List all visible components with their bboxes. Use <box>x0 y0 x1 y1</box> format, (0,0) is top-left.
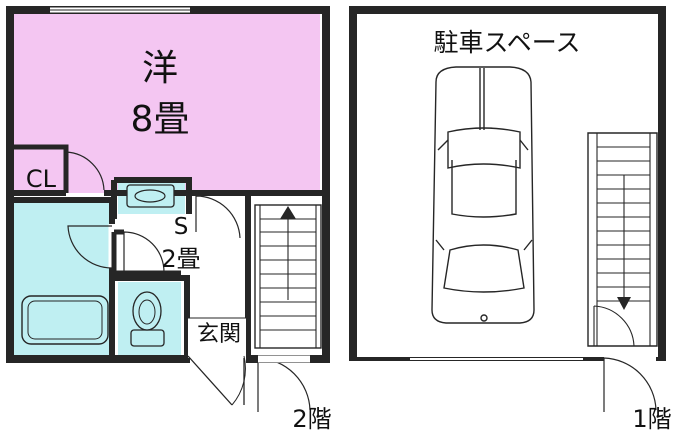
stair-1f-door <box>593 305 635 347</box>
entrance-label: 玄関 <box>197 322 241 347</box>
stair-down-arrow <box>617 297 631 310</box>
outer-wall-1f <box>349 6 666 359</box>
closet-label: CL <box>26 165 57 193</box>
storage-size-label: 2畳 <box>161 245 200 273</box>
floor-1-plan: 駐車スペース 1階 <box>349 6 672 433</box>
stair-door <box>257 357 311 412</box>
storage-door <box>123 231 165 273</box>
washbasin-sink <box>126 184 175 208</box>
staircase-2f <box>254 204 322 349</box>
bathtub-inner <box>27 300 103 340</box>
floor-2-label: 2階 <box>292 405 331 433</box>
storage-wall <box>111 229 181 276</box>
room-size-label: 8畳 <box>131 99 190 140</box>
stair-up-arrow <box>280 206 296 219</box>
toilet-tank <box>130 329 165 347</box>
staircase-1f <box>587 132 658 347</box>
closet-door <box>65 151 105 191</box>
car-icon <box>431 66 535 324</box>
floor-1-label: 1階 <box>632 405 671 433</box>
bathtub <box>21 295 109 345</box>
toilet-seat <box>138 299 156 325</box>
floor-2-plan: 洋 8畳 CL S 2畳 玄関 2階 <box>6 6 332 433</box>
entrance-door-arc <box>231 355 246 406</box>
entry-door-1f <box>603 357 657 412</box>
toilet-wall <box>114 275 190 359</box>
storage-name-label: S <box>174 214 189 240</box>
outer-wall-2f <box>6 6 330 363</box>
washroom-wall <box>111 177 192 219</box>
bath-door <box>67 225 113 269</box>
parking-label: 駐車スペース <box>433 28 580 57</box>
sink-bowl <box>134 189 166 203</box>
room-name-label: 洋 <box>142 48 178 89</box>
entrance-area <box>188 318 246 358</box>
hall-door <box>195 193 241 239</box>
toilet-bowl <box>132 291 162 331</box>
